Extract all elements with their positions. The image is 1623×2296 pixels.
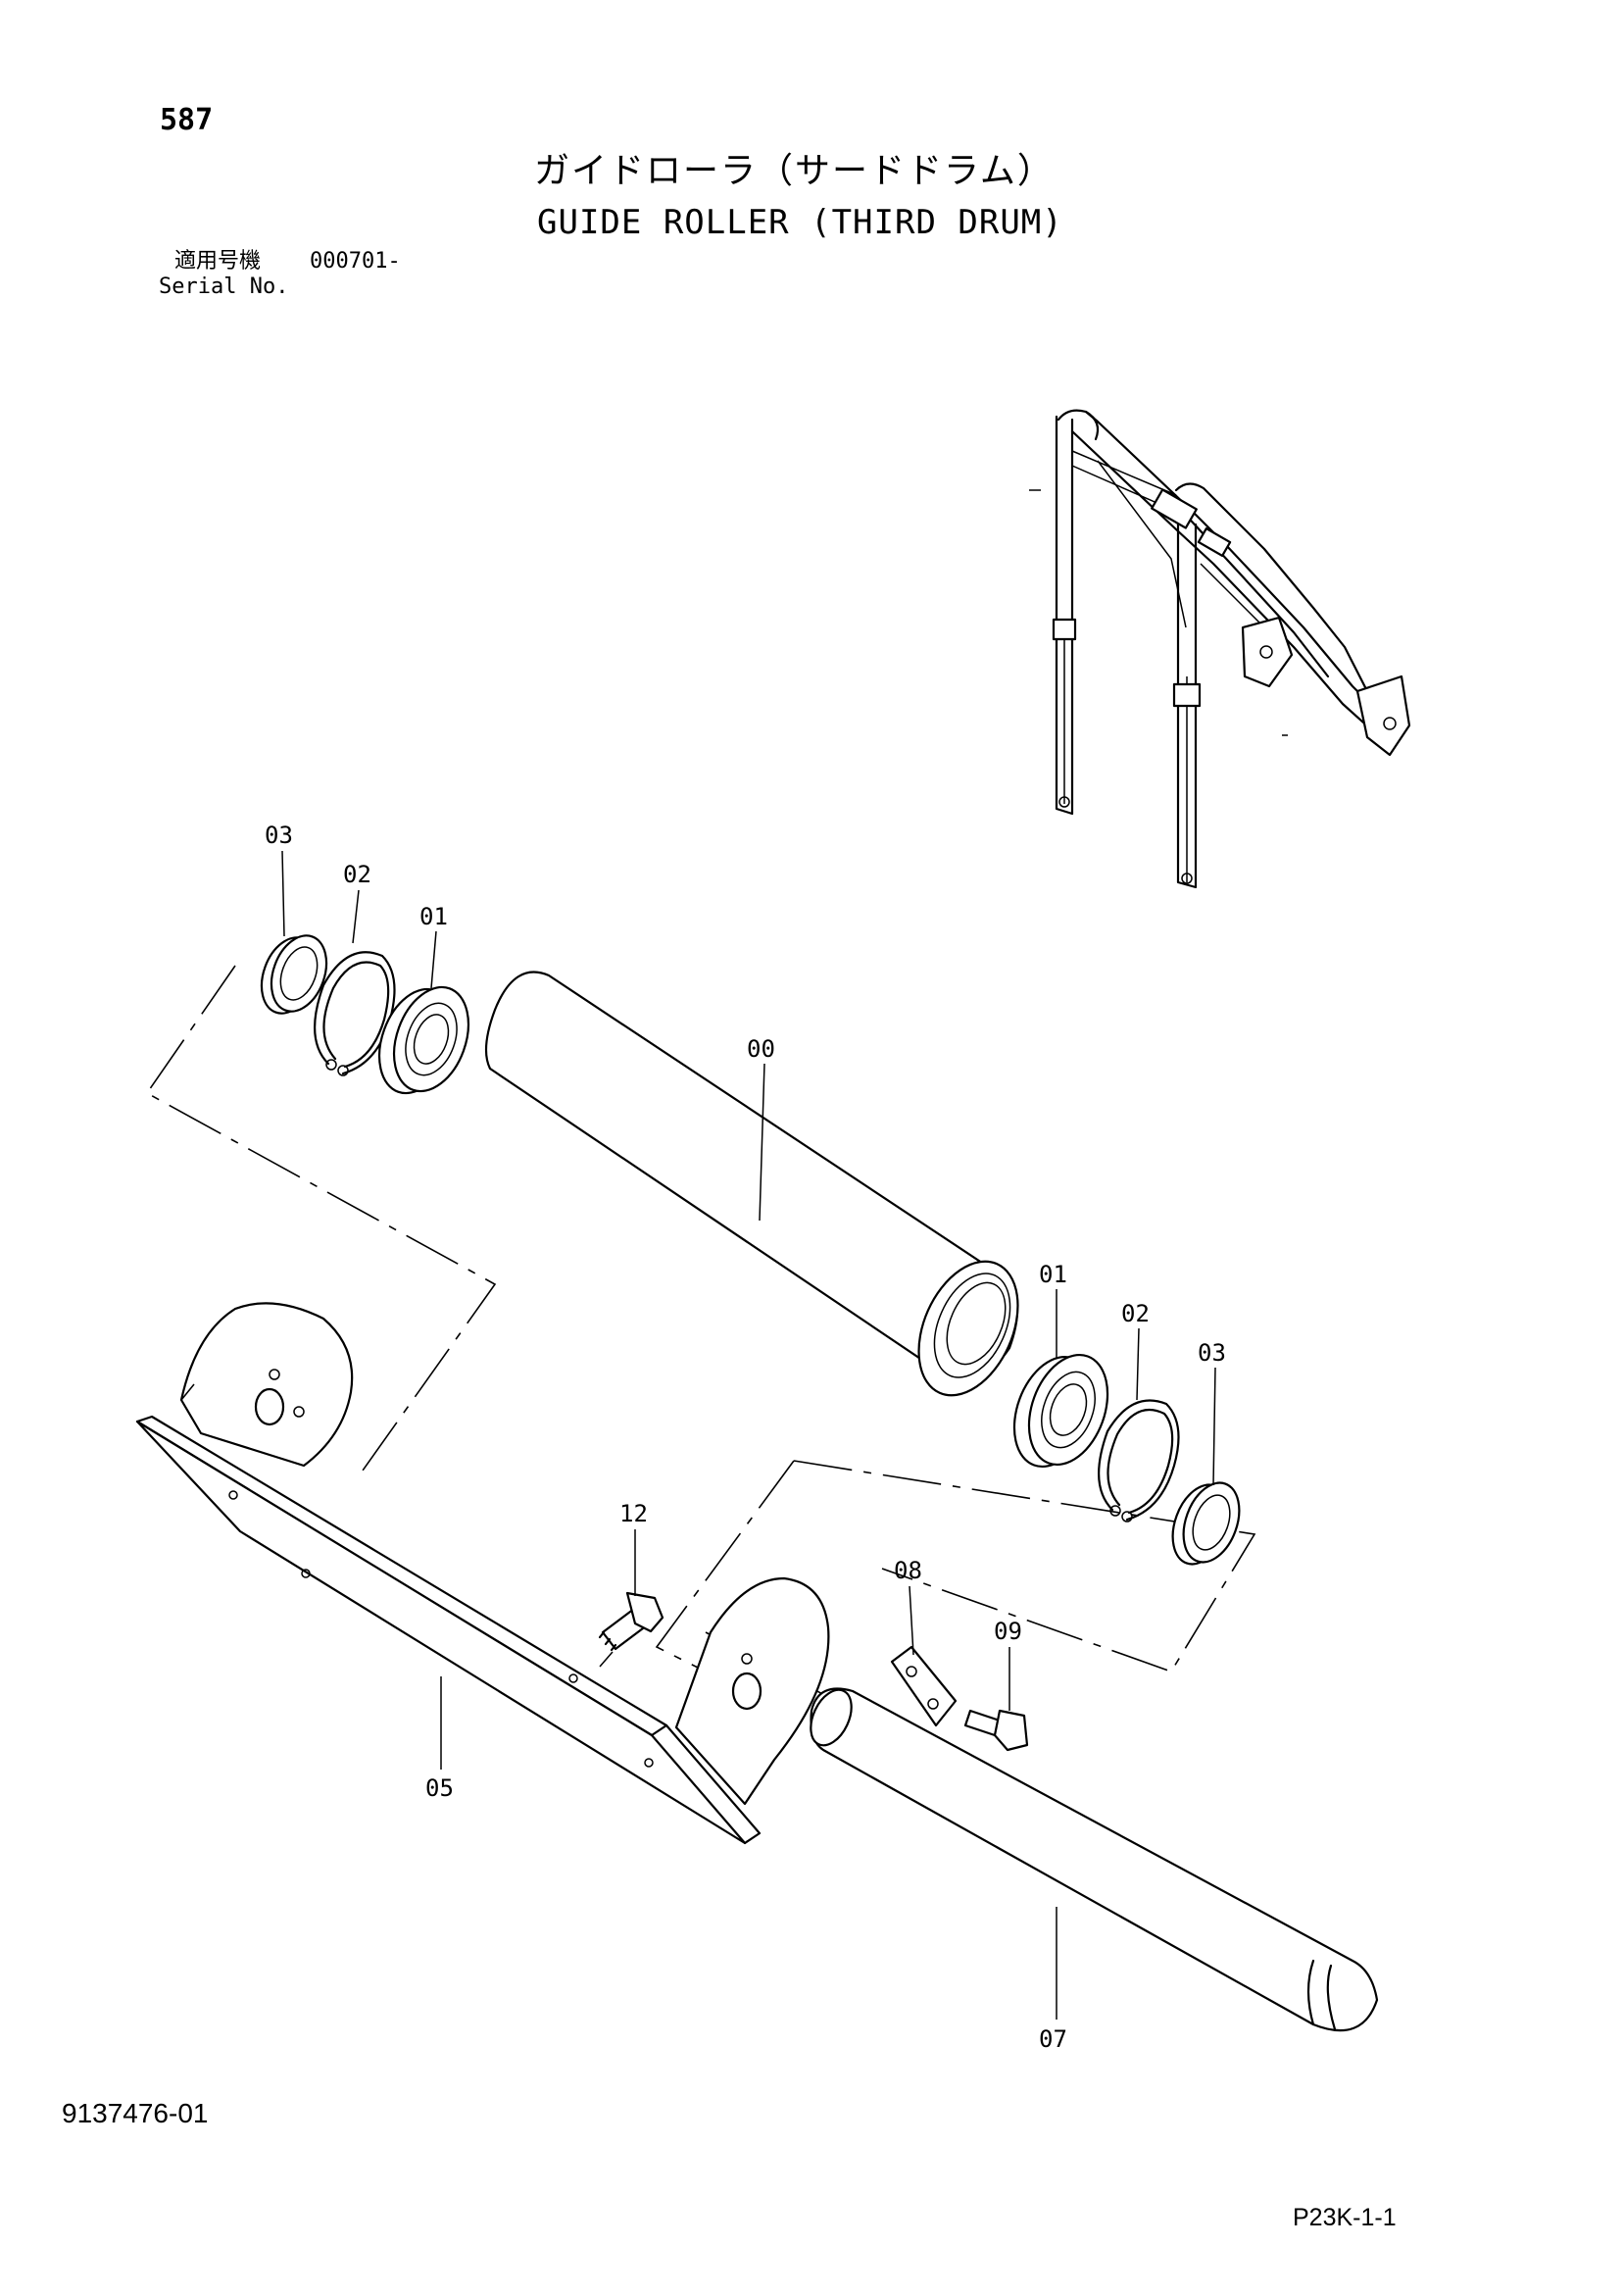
callout-roller-seal-upper: 03 — [265, 822, 293, 849]
callout-shaft: 07 — [1039, 2025, 1067, 2053]
lock-plate — [890, 1645, 958, 1727]
bearing-part-lower — [1012, 1353, 1109, 1469]
callout-lock-plate: 08 — [894, 1557, 922, 1584]
lock-plate-bolt — [963, 1709, 1029, 1752]
snap-ring-lower — [1098, 1399, 1180, 1522]
bracket-bolt — [598, 1591, 664, 1668]
bracket-part — [135, 1302, 830, 1845]
seal-part-lower — [1171, 1481, 1241, 1566]
page-title-english: GUIDE ROLLER (THIRD DRUM) — [537, 203, 1063, 242]
callout-bearing-upper: 01 — [419, 903, 448, 930]
page-number: 587 — [160, 103, 214, 137]
callout-roller: 00 — [747, 1035, 775, 1063]
callout-lock-plate-bolt: 09 — [994, 1618, 1022, 1645]
callout-snap-ring-lower: 02 — [1121, 1300, 1150, 1327]
callout-leaders — [281, 850, 1216, 2020]
document-code: 9137476-01 — [62, 2098, 209, 2128]
sheet-code: P23K-1-1 — [1293, 2204, 1397, 2231]
seal-part-upper — [260, 934, 328, 1015]
serial-label-japanese: 適用号機 — [174, 249, 262, 274]
callout-bracket: 05 — [425, 1774, 454, 1802]
bearing-part-upper — [378, 985, 469, 1095]
roller-tube — [484, 971, 1019, 1397]
serial-label-english: Serial No. — [159, 275, 289, 299]
callout-snap-ring-upper: 02 — [343, 861, 371, 888]
location-thumbnail — [1029, 409, 1411, 889]
serial-range: 000701- — [310, 249, 401, 274]
page-title-japanese: ガイドローラ（サードドラム） — [534, 151, 1055, 191]
callout-seal-lower: 03 — [1198, 1339, 1226, 1367]
shaft-part — [810, 1687, 1379, 2032]
callout-bearing-lower: 01 — [1039, 1261, 1067, 1288]
callout-bracket-bolt: 12 — [619, 1500, 648, 1527]
